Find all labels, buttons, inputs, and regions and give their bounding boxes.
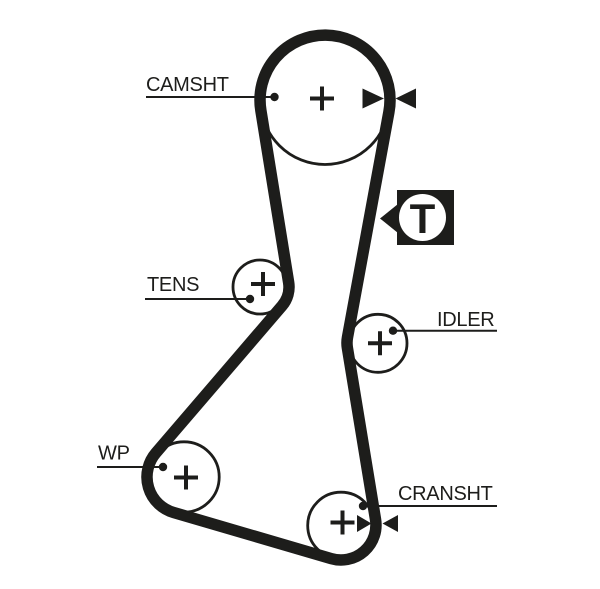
idler-plus-icon xyxy=(368,331,392,356)
camshaft-leader-dot xyxy=(270,92,279,102)
camshaft-plus-icon xyxy=(310,86,334,111)
crankshaft-right-arrowhead-icon xyxy=(357,515,372,532)
idler-leader-dot xyxy=(388,326,398,335)
camshaft-left-arrowhead-icon xyxy=(395,88,416,109)
tension-badge-circle xyxy=(399,194,446,241)
tensioner-label: TENS xyxy=(147,274,199,296)
water-pump-leader-dot xyxy=(158,462,168,472)
pulley-labels: CAMSHT TENS IDLER WP CRANSHT xyxy=(98,74,495,505)
crankshaft-left-arrowhead-icon xyxy=(382,515,398,532)
idler-label: IDLER xyxy=(437,309,494,331)
tensioner-leader-dot xyxy=(245,294,255,304)
water-pump-plus-icon xyxy=(174,465,198,490)
pulley-center-markers xyxy=(174,86,392,535)
leader-dots xyxy=(158,92,398,511)
tension-badge-letter: T xyxy=(410,195,436,242)
camshaft-timing-marks xyxy=(362,88,416,109)
crankshaft-timing-marks xyxy=(357,515,398,532)
crankshaft-leader-dot xyxy=(358,501,368,511)
tension-badge-pointer-icon xyxy=(380,204,398,233)
crankshaft-label: CRANSHT xyxy=(398,483,493,505)
tensioner-plus-icon xyxy=(251,272,275,296)
leader-lines xyxy=(97,96,497,507)
camshaft-label: CAMSHT xyxy=(146,74,229,96)
tension-badge: T xyxy=(380,190,454,245)
camshaft-right-arrowhead-icon xyxy=(362,88,384,109)
timing-belt xyxy=(141,29,396,566)
water-pump-label: WP xyxy=(98,443,130,465)
crankshaft-plus-icon xyxy=(330,510,355,535)
